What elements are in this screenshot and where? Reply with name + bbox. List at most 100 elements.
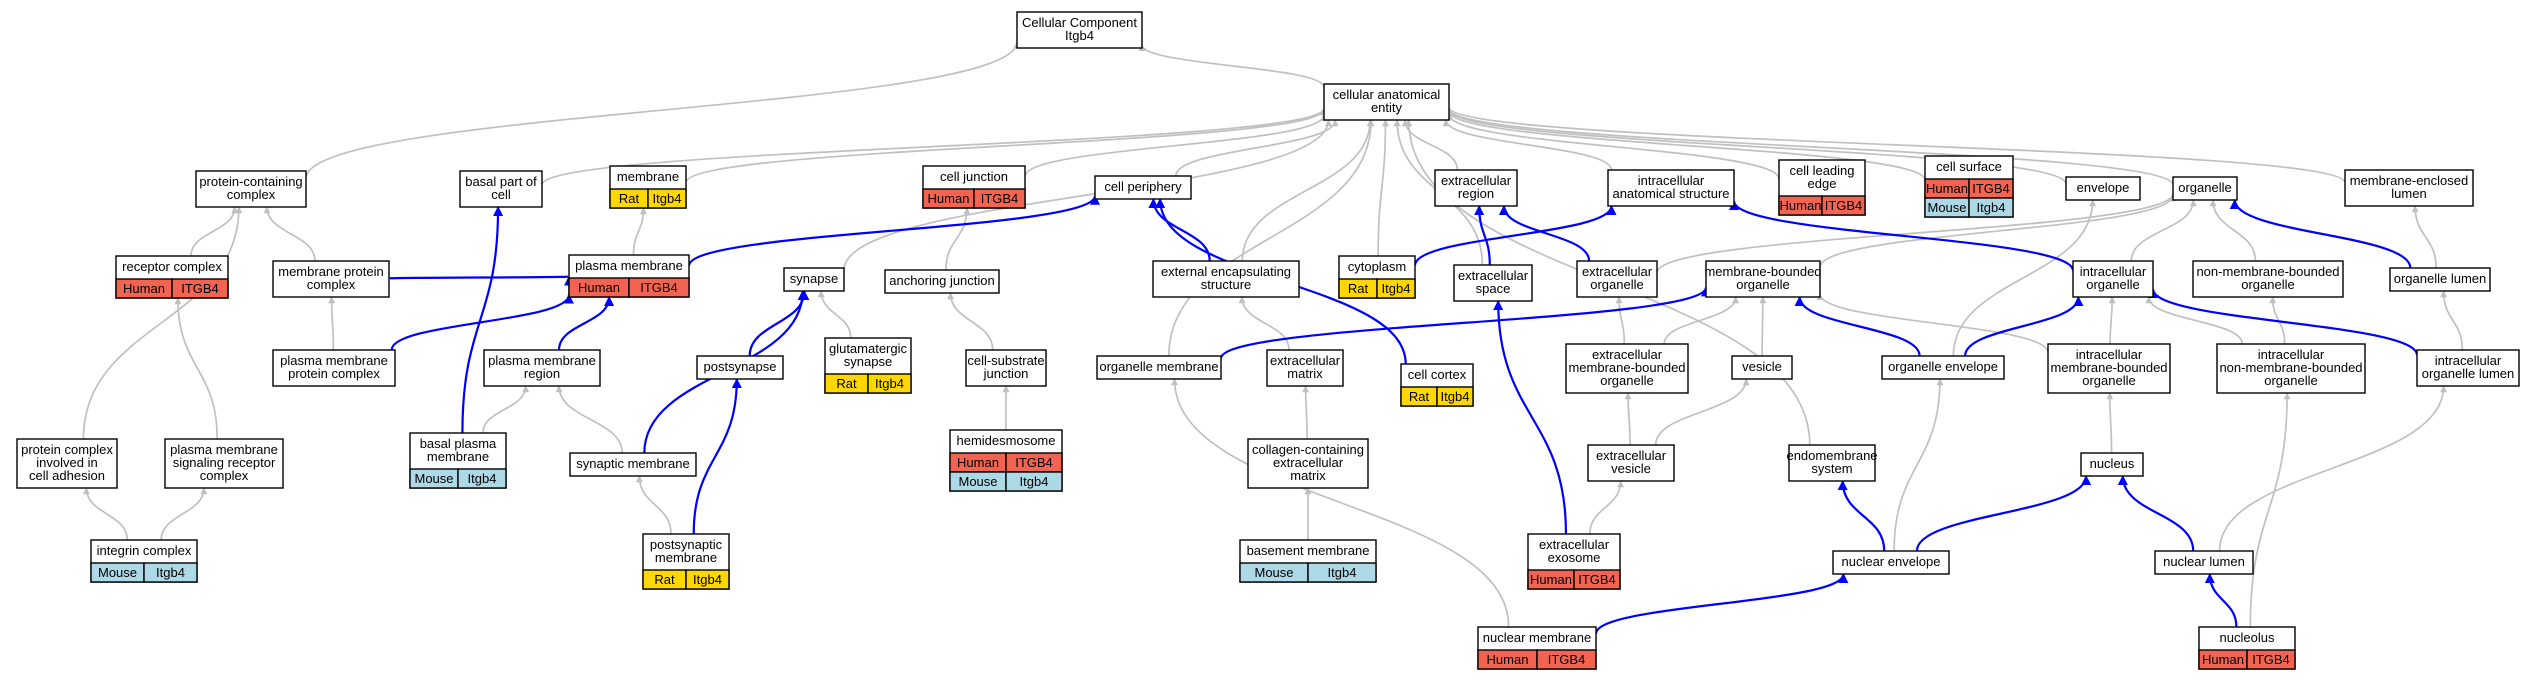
node-aj[interactable]: anchoring junction [884,269,1000,294]
node-oe[interactable]: organelle envelope [1881,355,2005,380]
species-label: Mouse [958,474,997,489]
edge-ol-to-mel [2411,205,2437,269]
node-box [483,349,601,387]
node-label: organelle envelope [1888,359,1998,374]
node-label-line: protein complex [21,442,113,457]
node-label-line: cell [491,187,511,202]
node-label-line: membrane [427,449,489,464]
node-label-line: Cellular Component [1022,15,1137,30]
node-label: cell cortex [1408,367,1467,382]
node-box [2065,176,2141,201]
node-cp[interactable]: cell periphery [1094,175,1192,200]
edge-ev-to-ves [1654,378,1750,446]
node-box [1323,83,1450,121]
node-om[interactable]: organelle membrane [1096,355,1222,380]
node-box [1731,355,1793,380]
node-nl[interactable]: nuclear lumen [2154,550,2254,575]
node-nuc[interactable]: nucleus [2080,452,2144,477]
node-label-line: cell junction [940,169,1008,184]
node-label-line: cell periphery [1104,179,1182,194]
node-label-line: organelle lumen [2394,271,2487,286]
node-label-line: intracellular [2258,347,2325,362]
node-sm[interactable]: synaptic membrane [569,452,697,477]
node-ol[interactable]: organelle lumen [2389,267,2491,292]
edge-nl-to-nuc [2117,475,2195,552]
species-label: Human [1780,198,1822,213]
node-label-line: complex [307,277,356,292]
node-ves[interactable]: vesicle [1731,355,1793,380]
node-label-line: extracellular [1441,173,1512,188]
node-syn[interactable]: synapse [783,267,845,292]
node-box [1576,260,1658,298]
edge-oe-to-env [1952,199,2097,357]
node-env[interactable]: envelope [2065,176,2141,201]
node-ne[interactable]: nuclear envelope [1832,550,1950,575]
node-label-line: intracellular [2076,347,2143,362]
node-org[interactable]: organelle [2172,176,2238,201]
node-label-line: matrix [1290,468,1326,483]
node-label-line: intracellular [1638,173,1705,188]
species-label: Mouse [98,565,137,580]
node-label-line: extracellular [1596,448,1667,463]
node-label-line: protein complex [288,366,380,381]
gene-label: ITGB4 [1015,455,1053,470]
node-ps[interactable]: postsynapse [696,355,784,380]
edge-mem-to-cae [685,108,1328,183]
node-label-line: Itgb4 [1065,28,1094,43]
node-box [2216,343,2366,394]
gene-label: ITGB4 [1825,198,1863,213]
edge-eo-to-er [1498,205,1591,262]
node-box [1607,169,1735,207]
edge-pcc-to-root [305,41,1021,179]
node-label-line: protein-containing [199,174,302,189]
node-label-line: extracellular [1458,268,1529,283]
